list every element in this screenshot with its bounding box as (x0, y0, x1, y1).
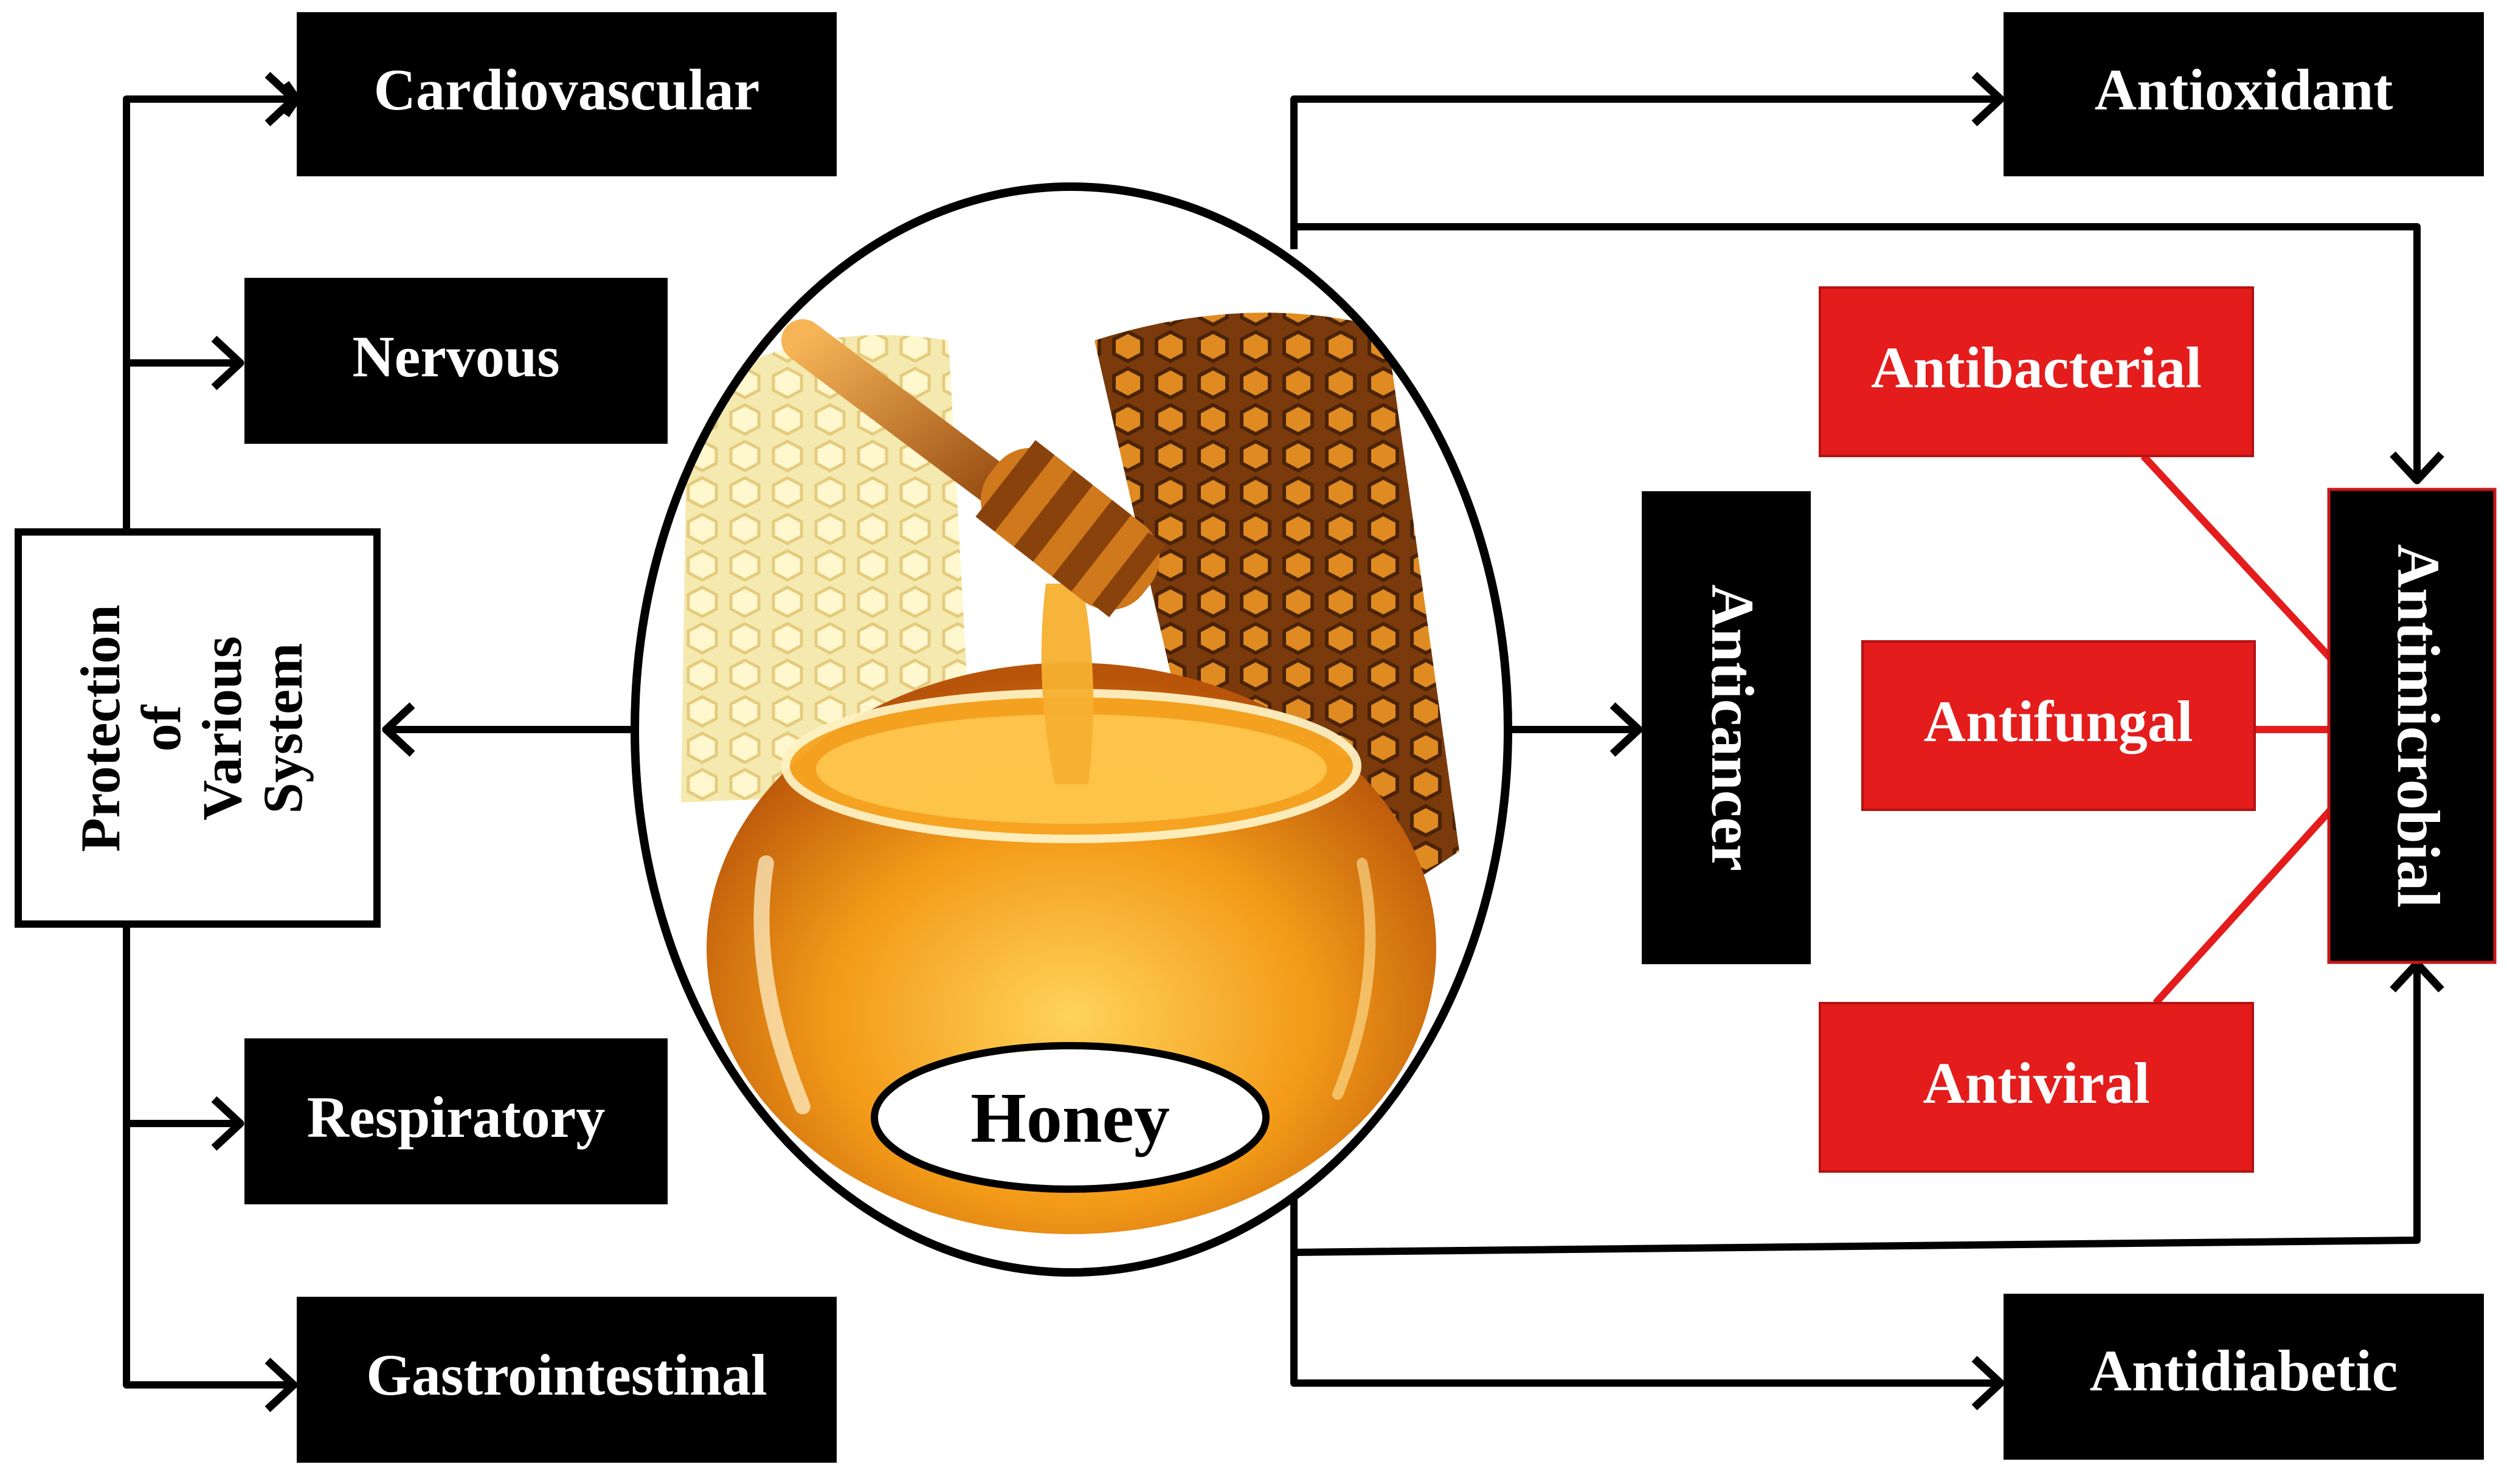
connector-gastrointestinal (123, 925, 291, 1389)
connector-antimicrobial-bottom (1290, 964, 2421, 1256)
protection-line-4: System (252, 643, 314, 813)
honey-jar-illustration (635, 187, 1508, 1272)
honey-image: Honey (631, 182, 1512, 1277)
arrowhead-cardiovascular-tip (265, 72, 298, 126)
effect-box-antidiabetic: Antidiabetic (2004, 1294, 2484, 1460)
protection-line-2: of (130, 704, 192, 751)
connector-antioxidant (1290, 95, 2000, 249)
right-connectors (1290, 72, 2444, 1410)
effect-box-anticancer: Anticancer (1642, 491, 1811, 964)
red-box-antiviral: Antiviral (1819, 1002, 2254, 1173)
effect-label-antioxidant: Antioxidant (2095, 57, 2393, 122)
protection-line-3: Various (191, 636, 253, 820)
connector-antidiabetic (1290, 1252, 2000, 1387)
system-box-nervous: Nervous (244, 278, 668, 444)
protection-line-1: Protection (69, 604, 131, 852)
effect-label-antidiabetic: Antidiabetic (2090, 1338, 2398, 1403)
arrowhead-respiratory (211, 1096, 244, 1151)
system-label-respiratory: Respiratory (307, 1085, 606, 1150)
red-label-antiviral: Antiviral (1923, 1051, 2149, 1116)
left-connectors (123, 72, 637, 1412)
red-line-antiviral (2153, 806, 2335, 1006)
arrowhead-antioxidant (1971, 72, 2005, 126)
red-box-antifungal: Antifungal (1861, 640, 2256, 811)
arrowhead-protection (382, 702, 415, 757)
connector-cardiovascular (123, 95, 291, 530)
system-box-gastrointestinal: Gastrointestinal (297, 1297, 837, 1463)
system-label-gastrointestinal: Gastrointestinal (366, 1342, 767, 1407)
arrowhead-anticancer (1610, 702, 1643, 757)
arrowhead-nervous (211, 336, 244, 390)
effect-label-anticancer: Anticancer (1699, 584, 1766, 871)
honey-label-oval (871, 1042, 1270, 1193)
red-line-antibacterial (2140, 453, 2335, 663)
connector-antimicrobial-top (1294, 223, 2421, 480)
system-label-cardiovascular: Cardiovascular (374, 57, 760, 122)
honey-label: Honey (970, 1078, 1170, 1158)
red-connectors (2140, 453, 2335, 1006)
effect-box-antioxidant: Antioxidant (2004, 12, 2484, 176)
red-label-antibacterial: Antibacterial (1871, 335, 2202, 400)
red-box-antibacterial: Antibacterial (1819, 286, 2254, 457)
system-box-cardiovascular: Cardiovascular (297, 12, 837, 176)
red-label-antifungal: Antifungal (1924, 689, 2193, 754)
system-box-respiratory: Respiratory (244, 1038, 668, 1204)
effect-label-antimicrobial: Antimicrobial (2385, 544, 2452, 908)
arrowhead-gastrointestinal (265, 1358, 298, 1412)
effect-box-antimicrobial: Antimicrobial (2327, 488, 2497, 964)
arrowhead-antimicrobial-top (2390, 451, 2444, 485)
protection-box: Protection of Various System (15, 528, 381, 928)
arrowhead-antidiabetic (1971, 1356, 2005, 1410)
system-label-nervous: Nervous (352, 324, 559, 389)
